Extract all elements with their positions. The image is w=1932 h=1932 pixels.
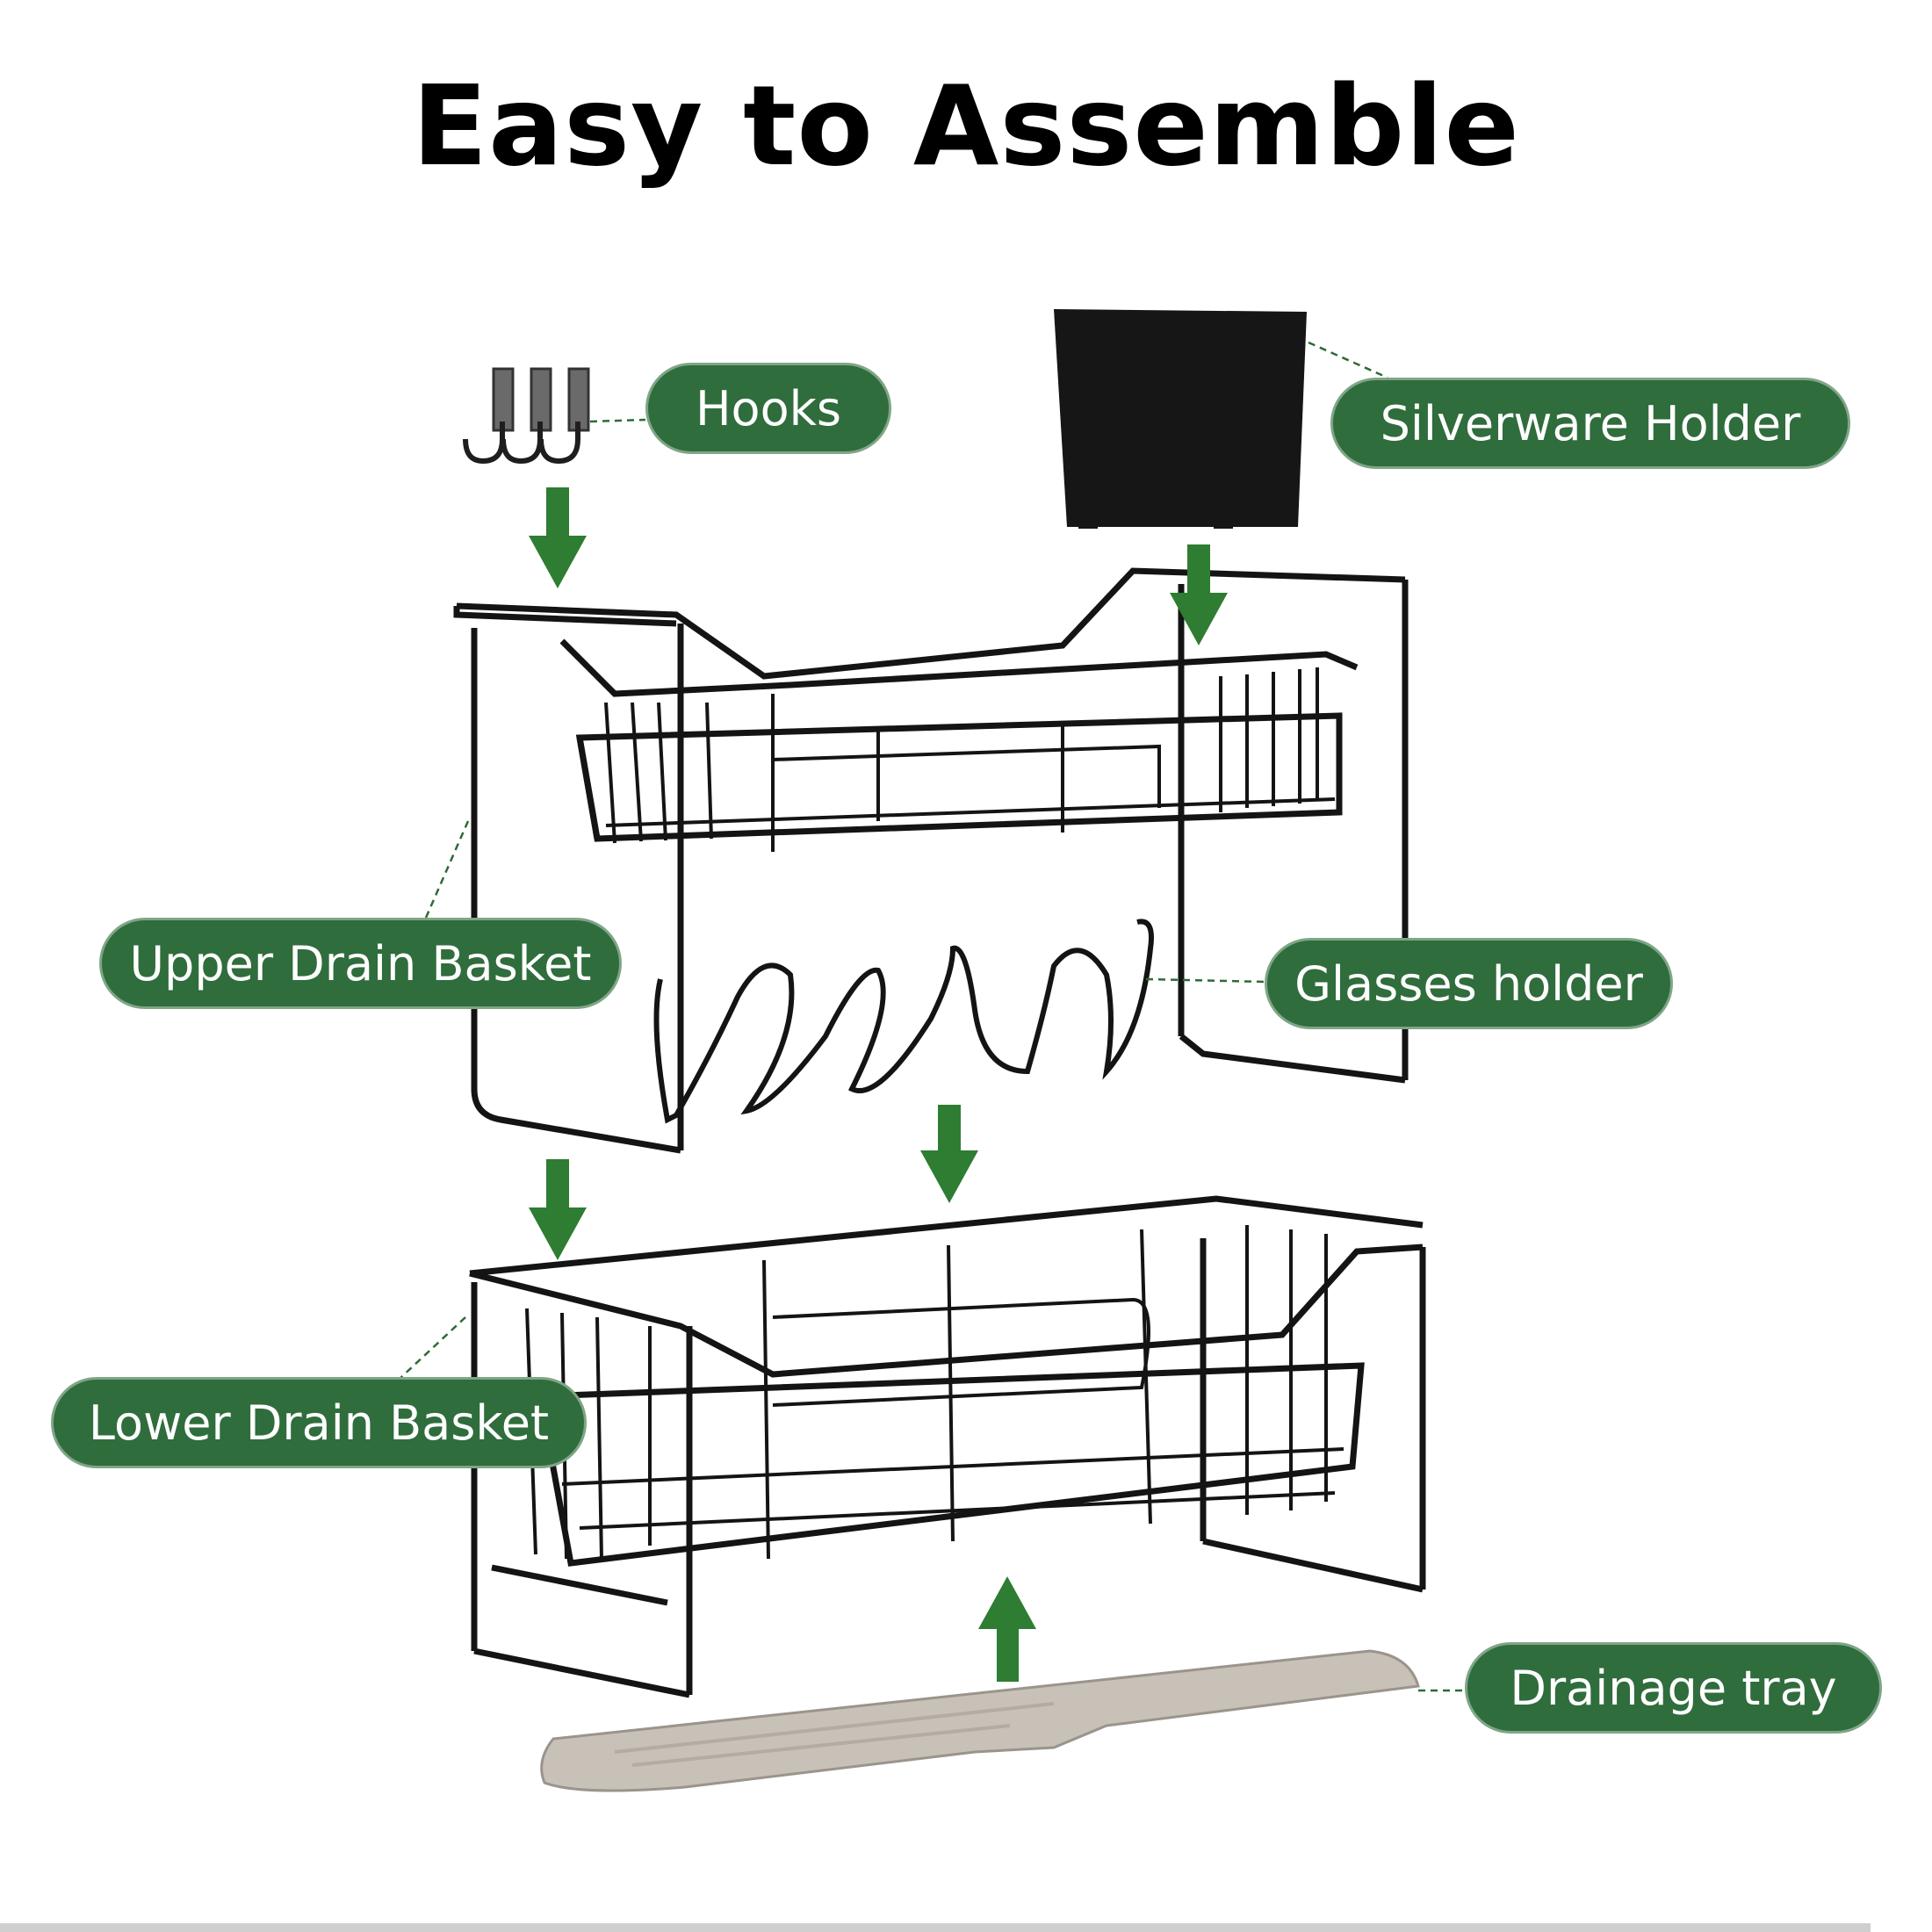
hooks-illustration	[463, 367, 590, 465]
page-title: Easy to Assemble	[412, 61, 1520, 191]
label-glasses-holder: Glasses holder	[1265, 938, 1673, 1029]
label-upper-drain-basket: Upper Drain Basket	[99, 918, 622, 1009]
down-arrow-icon	[529, 487, 587, 588]
glasses-holder-illustration	[653, 919, 1154, 1124]
label-silverware-holder: Silverware Holder	[1330, 378, 1850, 469]
bottom-divider	[0, 1923, 1871, 1932]
silverware-holder-illustration	[1054, 309, 1307, 529]
drainage-tray-illustration	[540, 1649, 1420, 1792]
up-arrow-icon	[978, 1576, 1036, 1682]
leader-lines	[399, 341, 1467, 1692]
label-hooks: Hooks	[645, 363, 891, 454]
down-arrow-icon	[529, 1159, 587, 1260]
down-arrow-icon	[920, 1105, 978, 1203]
upper-drain-basket-illustration	[453, 567, 1409, 1154]
label-lower-drain-basket: Lower Drain Basket	[51, 1377, 587, 1468]
label-drainage-tray: Drainage tray	[1465, 1642, 1882, 1734]
lower-drain-basket-illustration	[469, 1195, 1426, 1698]
down-arrow-icon	[1170, 544, 1228, 645]
